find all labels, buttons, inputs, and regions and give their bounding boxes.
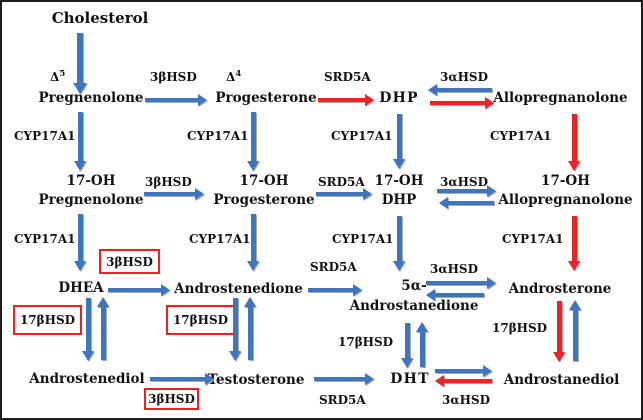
enzyme-3bhsd: 3βHSD xyxy=(145,175,192,189)
arrow-androstenediol-to-testosterone xyxy=(150,373,214,385)
enzyme-srd5a: SRD5A xyxy=(319,393,366,407)
label-delta5: Δ5 xyxy=(50,69,65,84)
delta-sup: 5 xyxy=(59,69,66,79)
arrow-allopregnanolone-to-17oh-allopregnanolone xyxy=(568,114,580,171)
enzyme-cyp17a1: CYP17A1 xyxy=(331,129,393,143)
node-androstenediol: Androstenediol xyxy=(29,371,145,387)
enzyme-cyp17a1: CYP17A1 xyxy=(187,129,249,143)
arrow-androstanediol-to-dht xyxy=(435,375,492,387)
enzyme-17bhsd-boxed: 17βHSD xyxy=(166,305,235,335)
arrow-androstanediol-to-androsterone xyxy=(569,300,581,361)
node-line: 17-OH xyxy=(541,173,590,189)
arrow-dht-to-androstanediol xyxy=(435,365,492,377)
arrow-dhp-to-17oh-dhp xyxy=(393,114,405,169)
arrow-allopregnanolone-to-dhp xyxy=(428,84,492,96)
arrow-pregnenolone-to-17oh-pregnenolone xyxy=(74,112,86,171)
node-allopregnanolone: Allopregnanolone xyxy=(493,90,628,106)
enzyme-cyp17a1: CYP17A1 xyxy=(502,232,564,246)
delta-sup: 4 xyxy=(235,69,242,79)
node-pregnenolone: Pregnenolone xyxy=(38,90,144,106)
arrow-androstenedione-to-5a-androstanedione xyxy=(308,284,362,296)
node-androstenedione: Androstenedione xyxy=(174,281,303,297)
node-17oh-dhp: 17-OH DHP xyxy=(349,172,449,210)
node-testosterone: Testosterone xyxy=(207,372,305,388)
node-cholesterol: Cholesterol xyxy=(51,9,149,27)
enzyme-17bhsd: 17βHSD xyxy=(492,321,548,335)
node-line: 5α- xyxy=(401,278,427,294)
arrow-dht-to-5a-androstanedione xyxy=(416,322,428,367)
arrow-5a-androstanedione-to-androsterone xyxy=(426,277,496,289)
node-androsterone: Androsterone xyxy=(508,281,612,297)
node-dht: DHT xyxy=(390,371,430,387)
enzyme-17bhsd: 17βHSD xyxy=(338,335,394,349)
arrow-dhp-to-allopregnanolone xyxy=(430,97,494,109)
enzyme-3ahsd: 3αHSD xyxy=(442,393,490,407)
arrow-androsterone-to-5a-androstanedione xyxy=(426,289,484,301)
node-17oh-allopregnanolone: 17-OH Allopregnanolone xyxy=(487,172,641,210)
arrow-17oh-dhp-to-17oh-allopregnanolone xyxy=(437,185,496,197)
arrow-pregnenolone-to-progesterone xyxy=(145,94,207,106)
arrow-progesterone-to-dhp xyxy=(318,94,374,106)
enzyme-3ahsd: 3αHSD xyxy=(440,70,488,84)
node-line: 17-OH xyxy=(239,173,289,189)
node-line: 17-OH xyxy=(374,173,424,189)
node-progesterone: Progesterone xyxy=(215,90,317,106)
node-line: 17-OH xyxy=(66,173,116,189)
arrow-testosterone-to-dht xyxy=(314,373,374,385)
enzyme-3bhsd-boxed: 3βHSD xyxy=(144,388,199,410)
enzyme-cyp17a1: CYP17A1 xyxy=(14,232,76,246)
arrow-17oh-pregnenolone-to-dhea xyxy=(74,214,86,271)
delta-symbol: Δ xyxy=(226,70,236,84)
node-line: DHP xyxy=(381,192,417,208)
arrow-17oh-pregnenolone-to-17oh-progesterone xyxy=(144,188,204,200)
enzyme-cyp17a1: CYP17A1 xyxy=(490,129,552,143)
enzyme-srd5a: SRD5A xyxy=(318,175,365,189)
node-line: Androstanedione xyxy=(349,298,479,314)
delta-symbol: Δ xyxy=(50,70,60,84)
arrow-5a-androstanedione-to-dht xyxy=(401,323,413,368)
node-line: Progesterone xyxy=(213,192,315,208)
node-androstanediol: Androstanediol xyxy=(503,372,620,388)
enzyme-cyp17a1: CYP17A1 xyxy=(189,232,251,246)
arrow-17oh-allopregnanolone-to-17oh-dhp xyxy=(439,197,494,209)
node-dhp: DHP xyxy=(379,90,419,106)
arrow-17oh-dhp-to-5a-androstanedione xyxy=(393,216,405,271)
node-dhea: DHEA xyxy=(58,280,104,296)
enzyme-3ahsd: 3αHSD xyxy=(440,175,488,189)
enzyme-cyp17a1: CYP17A1 xyxy=(14,129,76,143)
node-17oh-pregnenolone: 17-OH Pregnenolone xyxy=(16,172,166,210)
arrow-androstenedione-to-testosterone xyxy=(229,298,241,361)
enzyme-3bhsd: 3βHSD xyxy=(150,70,197,84)
enzyme-3ahsd: 3αHSD xyxy=(430,262,478,276)
arrow-cholesterol-to-pregnenolone xyxy=(72,33,87,94)
arrow-dhea-to-androstenedione xyxy=(108,284,170,296)
enzyme-srd5a: SRD5A xyxy=(310,260,357,274)
arrow-progesterone-to-17oh-progesterone xyxy=(247,112,259,171)
enzyme-cyp17a1: CYP17A1 xyxy=(332,232,394,246)
enzyme-3bhsd-boxed: 3βHSD xyxy=(99,249,160,274)
label-delta4: Δ4 xyxy=(226,69,241,84)
arrow-17oh-progesterone-to-androstenedione xyxy=(247,214,259,271)
arrow-androsterone-to-androstanediol xyxy=(553,301,565,362)
enzyme-17bhsd-boxed: 17βHSD xyxy=(13,305,82,335)
enzyme-srd5a: SRD5A xyxy=(324,70,371,84)
arrow-17oh-progesterone-to-17oh-dhp xyxy=(316,188,372,200)
node-17oh-progesterone: 17-OH Progesterone xyxy=(189,172,339,210)
node-line: Allopregnanolone xyxy=(498,192,633,208)
arrow-androstenediol-to-dhea xyxy=(97,297,109,360)
node-line: Pregnenolone xyxy=(38,192,144,208)
arrow-testosterone-to-androstenedione xyxy=(244,297,256,360)
arrow-17oh-allopregnanolone-to-androsterone xyxy=(568,216,580,271)
node-5a-androstanedione: 5α- Androstanedione xyxy=(339,276,489,316)
arrow-dhea-to-androstenediol xyxy=(82,298,94,361)
